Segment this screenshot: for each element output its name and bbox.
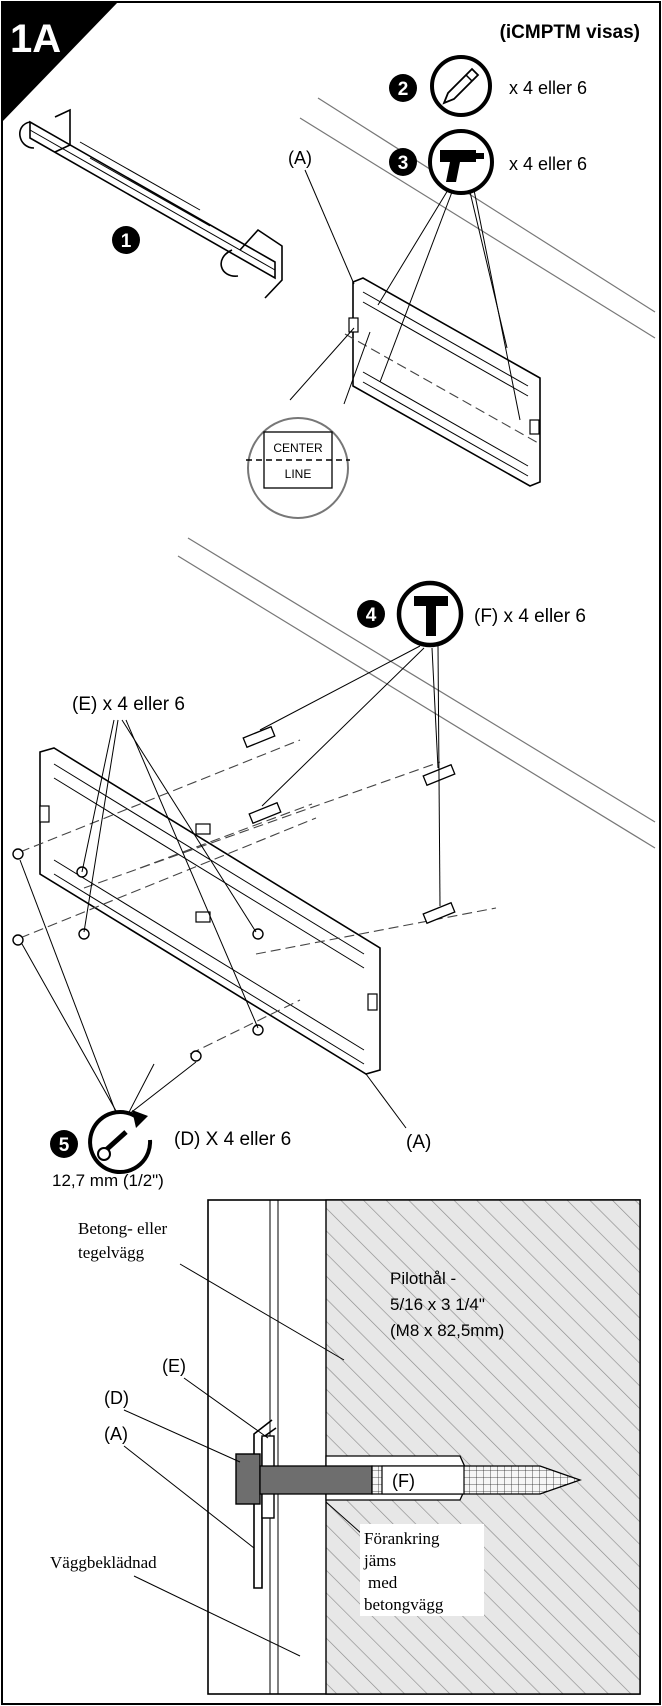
wall-line <box>299 117 656 339</box>
lag-bolts <box>12 848 264 1062</box>
step-4-marker: 4 <box>357 600 385 628</box>
section-part-d: (D) <box>104 1388 129 1408</box>
level-tool <box>19 108 283 299</box>
step-2-number: 2 <box>398 79 409 100</box>
pencil-icon <box>430 55 492 117</box>
wall-line <box>187 537 656 823</box>
wall-line <box>317 97 656 313</box>
step-2-marker: 2 <box>389 74 417 102</box>
anchor-plugs <box>242 725 456 925</box>
anchor-line-3: med <box>368 1573 398 1592</box>
wall-type-line-1: Betong- eller <box>78 1219 168 1238</box>
pilot-hole-line-2: 5/16 x 3 1/4" <box>390 1295 485 1314</box>
section-part-f: (F) <box>392 1471 415 1491</box>
anchor-line-4: betongvägg <box>364 1595 444 1614</box>
part-e-qty: (E) x 4 eller 6 <box>72 694 185 715</box>
drill-icon <box>428 129 494 195</box>
hammer-icon <box>396 580 464 648</box>
anchor-leader <box>325 1501 363 1535</box>
part-a-label-top: (A) <box>288 148 312 168</box>
wall-bracket-main <box>39 747 381 1075</box>
hammer-target-lines <box>259 645 441 907</box>
pilot-hole-line-3: (M8 x 82,5mm) <box>390 1321 504 1340</box>
pilot-hole-line-1: Pilothål - <box>390 1269 456 1288</box>
bolt-target-lines <box>19 859 197 1119</box>
part-a-leader <box>123 1445 255 1549</box>
cladding-leader <box>133 1575 301 1657</box>
anchor-line-1: Förankring <box>364 1529 440 1548</box>
wall-type-line-2: tegelvägg <box>78 1243 145 1262</box>
step-5-number: 5 <box>59 1135 70 1156</box>
wrench-size: 12,7 mm (1/2") <box>52 1171 164 1190</box>
screw-guides <box>19 739 497 1055</box>
part-a-label-bottom: (A) <box>406 1132 431 1153</box>
section-part-e: (E) <box>162 1356 186 1376</box>
anchor-line-2: jäms <box>363 1551 396 1570</box>
wrench-qty: (D) X 4 eller 6 <box>174 1129 291 1150</box>
step-1-number: 1 <box>121 231 132 252</box>
drill-qty: x 4 eller 6 <box>509 154 587 174</box>
wall-bracket-top <box>344 277 541 487</box>
drill-target-lines <box>377 189 521 421</box>
step-3-number: 3 <box>398 153 409 174</box>
part-d-leader <box>123 1409 241 1463</box>
step-1-marker: 1 <box>112 226 140 254</box>
step-3-marker: 3 <box>389 148 417 176</box>
pencil-qty: x 4 eller 6 <box>509 78 587 98</box>
section-part-a: (A) <box>104 1424 128 1444</box>
center-line-magnifier: CENTER LINE <box>246 327 371 519</box>
hammer-qty: (F) x 4 eller 6 <box>474 606 586 627</box>
anchor-label-bg <box>360 1524 484 1616</box>
step-5-marker: 5 <box>50 1130 78 1158</box>
cladding-label: Väggbeklädnad <box>50 1553 157 1572</box>
step-4-number: 4 <box>366 605 377 626</box>
wrench-icon <box>88 1110 153 1175</box>
step-badge: 1A <box>2 2 118 122</box>
part-e-leader <box>183 1377 269 1439</box>
center-line-top: CENTER <box>273 441 323 455</box>
center-line-bottom: LINE <box>285 467 312 481</box>
wall-line <box>177 555 656 849</box>
step-id: 1A <box>10 17 61 61</box>
wall-type-leader <box>179 1263 345 1361</box>
washer-target-lines <box>81 719 259 1029</box>
model-note: (iCMPTM visas) <box>500 22 640 43</box>
